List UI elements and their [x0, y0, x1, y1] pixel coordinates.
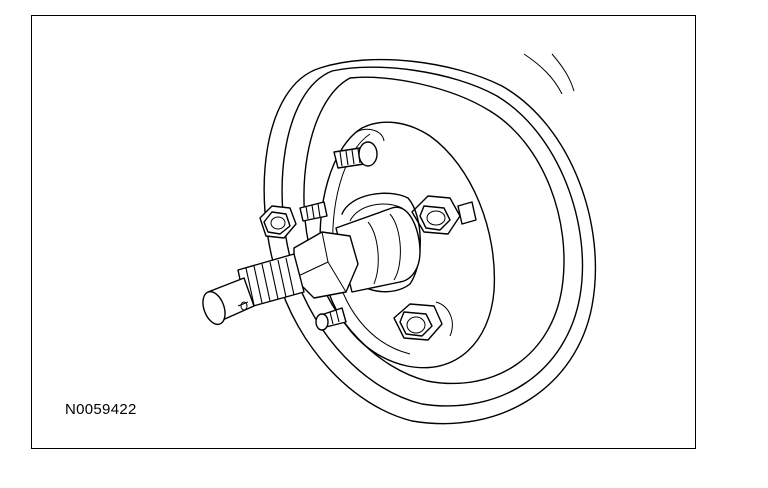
wheel-stud-top — [333, 128, 385, 169]
hub-bore — [341, 192, 421, 293]
lug-nut-left — [259, 205, 297, 239]
forcing-screw-shaft — [202, 277, 255, 326]
lug-nut-right — [411, 195, 477, 235]
figure-id-label: N0059422 — [65, 401, 137, 418]
forcing-screw-thread — [237, 253, 305, 309]
hub-remover-sleeve — [335, 206, 421, 293]
wheel-stud-left — [299, 201, 328, 222]
wheel-stud-bottom — [315, 307, 347, 331]
lug-nut-bottom — [393, 301, 453, 341]
illustration-frame: N0059422 — [31, 15, 696, 449]
wheel-hub-tool-illustration — [202, 53, 597, 425]
